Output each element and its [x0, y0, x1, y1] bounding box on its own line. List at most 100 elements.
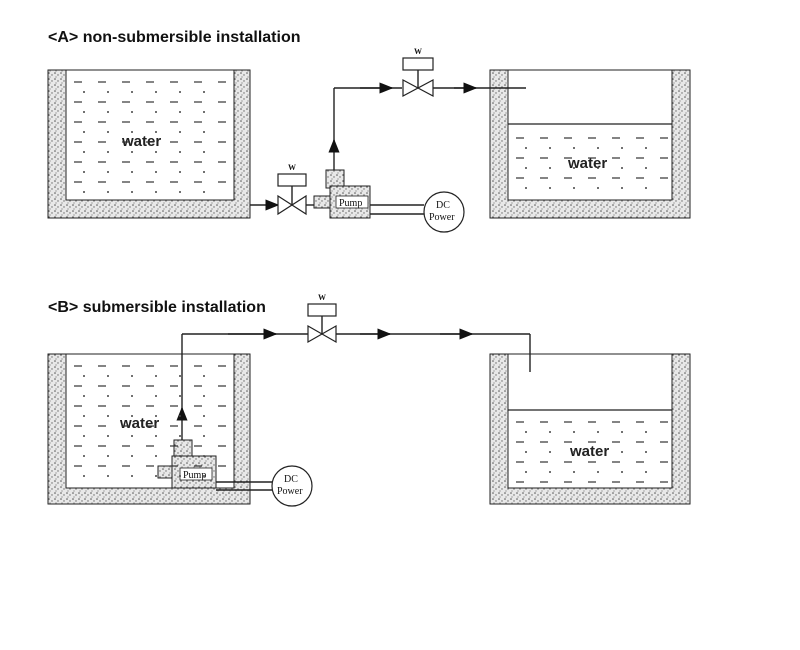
pump-a: Pump: [313, 169, 371, 219]
power-a-label-2: Power: [429, 212, 455, 223]
water-dot: [645, 431, 647, 433]
water-label-a-target: water: [567, 155, 607, 172]
source-tank-a: water: [47, 69, 251, 219]
water-dot: [645, 187, 647, 189]
water-dot: [203, 415, 205, 417]
valve-b-label: W: [318, 293, 326, 302]
water-dot: [179, 475, 181, 477]
power-b-label-1: DC: [284, 474, 298, 485]
water-dot: [203, 191, 205, 193]
water-dot: [179, 395, 181, 397]
water-dot: [179, 375, 181, 377]
pump-a-label: Pump: [339, 198, 362, 209]
water-dot: [621, 451, 623, 453]
water-dot: [107, 91, 109, 93]
water-label-a-source: water: [121, 133, 161, 150]
water-dot: [83, 171, 85, 173]
water-dot: [549, 431, 551, 433]
water-dot: [203, 111, 205, 113]
water-dot: [155, 375, 157, 377]
water-dot: [549, 187, 551, 189]
water-dot: [525, 431, 527, 433]
valve-a-top-label: W: [414, 47, 422, 56]
water-dot: [131, 111, 133, 113]
water-dot: [203, 131, 205, 133]
water-dot: [597, 167, 599, 169]
water-dot: [83, 191, 85, 193]
water-dot: [179, 151, 181, 153]
water-dot: [203, 375, 205, 377]
water-dot: [179, 131, 181, 133]
water-label-b-target: water: [569, 443, 609, 460]
water-dot: [573, 471, 575, 473]
water-dot: [107, 191, 109, 193]
target-tank-b: water: [489, 353, 691, 505]
water-dot: [131, 415, 133, 417]
water-dot: [155, 131, 157, 133]
water-dot: [131, 131, 133, 133]
water-dot: [597, 147, 599, 149]
water-dot: [155, 395, 157, 397]
water-dot: [645, 451, 647, 453]
water-dot: [621, 471, 623, 473]
solenoid-valve-a-left: W: [277, 163, 307, 216]
water-dot: [83, 415, 85, 417]
water-dot: [131, 151, 133, 153]
water-dot: [179, 435, 181, 437]
water-dot: [573, 147, 575, 149]
water-dot: [645, 471, 647, 473]
water-dot: [83, 475, 85, 477]
water-dot: [597, 187, 599, 189]
water-dot: [107, 415, 109, 417]
water-dot: [131, 191, 133, 193]
water-dot: [83, 455, 85, 457]
target-tank-a: water: [489, 69, 691, 219]
water-dot: [83, 111, 85, 113]
water-dot: [107, 111, 109, 113]
water-dot: [131, 375, 133, 377]
water-dot: [179, 171, 181, 173]
water-dot: [107, 435, 109, 437]
water-dot: [597, 471, 599, 473]
water-dot: [107, 171, 109, 173]
water-dot: [203, 151, 205, 153]
water-dot: [107, 131, 109, 133]
water-dot: [549, 451, 551, 453]
water-textures: [74, 81, 668, 483]
water-dot: [83, 435, 85, 437]
water-dot: [549, 147, 551, 149]
water-dot: [83, 151, 85, 153]
valve-a-left-label: W: [288, 163, 296, 172]
water-dot: [131, 395, 133, 397]
solenoid-valve-b: W: [307, 293, 337, 344]
water-dot: [621, 431, 623, 433]
water-dot: [155, 435, 157, 437]
source-tank-b: water: [47, 353, 251, 505]
water-dot: [179, 415, 181, 417]
water-dot: [645, 147, 647, 149]
water-dot: [107, 151, 109, 153]
water-dot: [155, 475, 157, 477]
piping-a: [250, 82, 526, 215]
water-dot: [83, 91, 85, 93]
water-dot: [597, 451, 599, 453]
water-dot: [107, 475, 109, 477]
water-dot: [525, 471, 527, 473]
water-dot: [203, 171, 205, 173]
pump-b: Pump: [157, 439, 217, 489]
water-dot: [83, 395, 85, 397]
water-dot: [621, 187, 623, 189]
water-dot: [597, 431, 599, 433]
dc-power-a: DC Power: [423, 191, 465, 233]
water-dot: [155, 455, 157, 457]
water-dot: [203, 435, 205, 437]
water-dot: [525, 147, 527, 149]
water-dot: [549, 167, 551, 169]
water-dot: [645, 167, 647, 169]
pump-b-label: Pump: [183, 470, 206, 481]
water-dot: [203, 91, 205, 93]
water-dot: [83, 375, 85, 377]
water-dot: [203, 455, 205, 457]
